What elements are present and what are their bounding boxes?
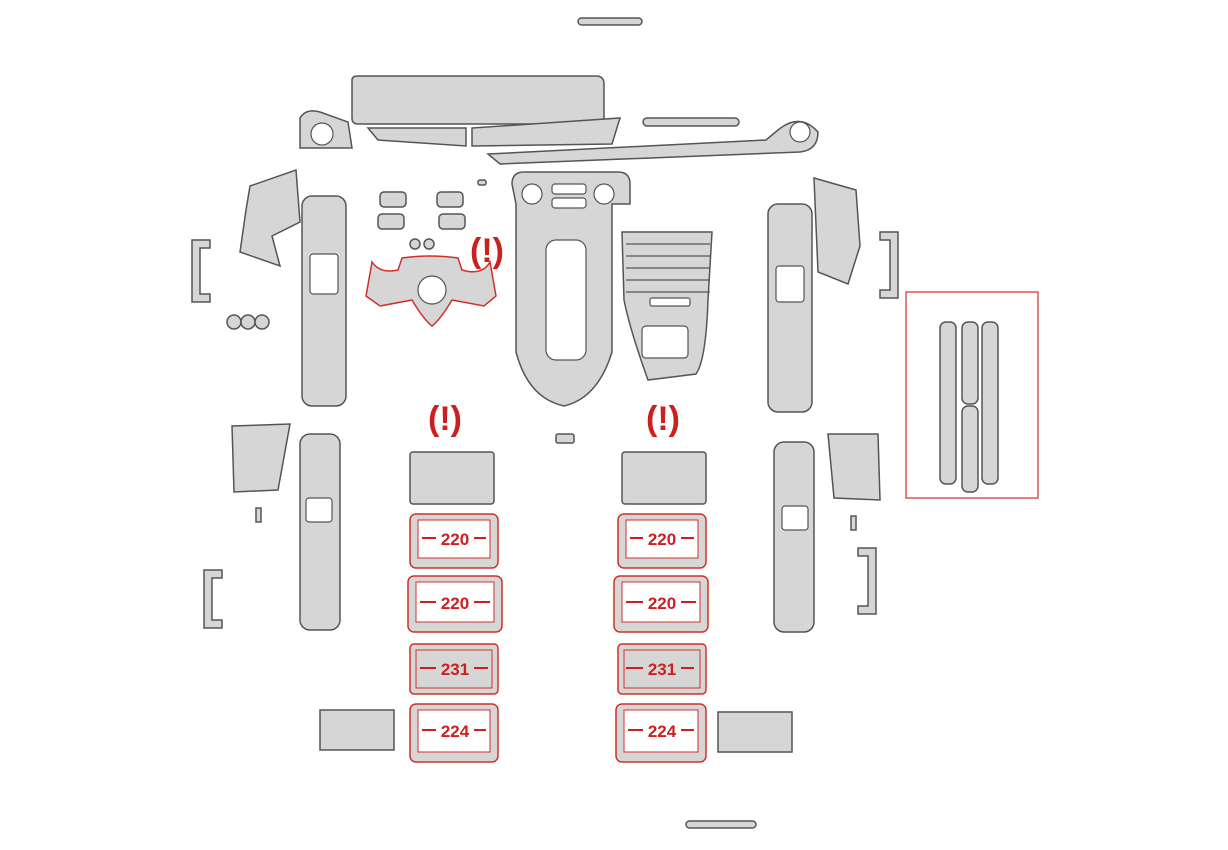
passenger-dash-trim	[486, 120, 819, 165]
left-front-window-switch	[309, 253, 339, 295]
right-seat-screen-plain	[621, 451, 707, 505]
left-dimension-label-3: 231	[441, 660, 469, 679]
left-front-grab-handle	[191, 239, 211, 303]
dash-strip	[642, 117, 740, 127]
right-rear-door-trim	[827, 433, 881, 501]
left-dimension-label-1: 220	[441, 530, 469, 549]
left-rear-grab-handle	[203, 569, 223, 629]
right-vent-hole	[789, 121, 811, 143]
left-dimension-label-4: 224	[441, 722, 470, 741]
sill-plate-films	[939, 321, 999, 493]
right-dimension-label-1: 220	[648, 530, 676, 549]
right-side-screen-film	[717, 711, 793, 753]
left-side-screen-film	[319, 709, 395, 751]
left-mirror-buttons	[226, 314, 270, 330]
right-rear-door-panel	[773, 441, 815, 633]
warning-mark-top: (!)	[470, 232, 504, 270]
warning-mark-right: (!)	[646, 400, 680, 438]
grille-slats	[626, 243, 710, 359]
left-dimension-label-2: 220	[441, 594, 469, 613]
steering-hub-cutout	[417, 275, 447, 305]
steering-button-set	[377, 179, 487, 250]
dash-trim-center	[471, 117, 622, 147]
dash-trim-left	[366, 127, 467, 147]
right-front-window-switch	[775, 265, 805, 303]
right-rear-window-switch	[781, 505, 809, 531]
left-rear-door-panel	[299, 433, 341, 631]
left-rear-door-trim	[231, 423, 291, 493]
console-small-part	[555, 433, 575, 444]
bottom-trim-strip	[685, 820, 757, 829]
right-dimension-label-4: 224	[648, 722, 677, 741]
left-small-clip	[255, 507, 262, 523]
top-trim-strip	[577, 17, 643, 26]
right-front-door-trim	[813, 176, 861, 285]
left-rear-window-switch	[305, 497, 333, 523]
left-front-door-panel	[301, 195, 347, 407]
left-screen-231	[409, 643, 499, 695]
warning-mark-left: (!)	[428, 400, 462, 438]
left-seat-screen-plain	[409, 451, 495, 505]
console-cutout	[545, 239, 587, 361]
right-front-grab-handle	[879, 231, 899, 299]
left-vent-hole	[310, 122, 334, 146]
right-dimension-label-2: 220	[648, 594, 676, 613]
sill-plate-group-box	[905, 291, 1039, 499]
right-front-door-panel	[767, 203, 813, 413]
right-small-clip	[850, 515, 857, 531]
right-dimension-label-3: 231	[648, 660, 676, 679]
center-vent-holes	[521, 183, 615, 209]
dashboard-display-film	[351, 75, 605, 125]
left-front-door-trim	[239, 168, 301, 268]
right-rear-grab-handle	[857, 547, 877, 615]
